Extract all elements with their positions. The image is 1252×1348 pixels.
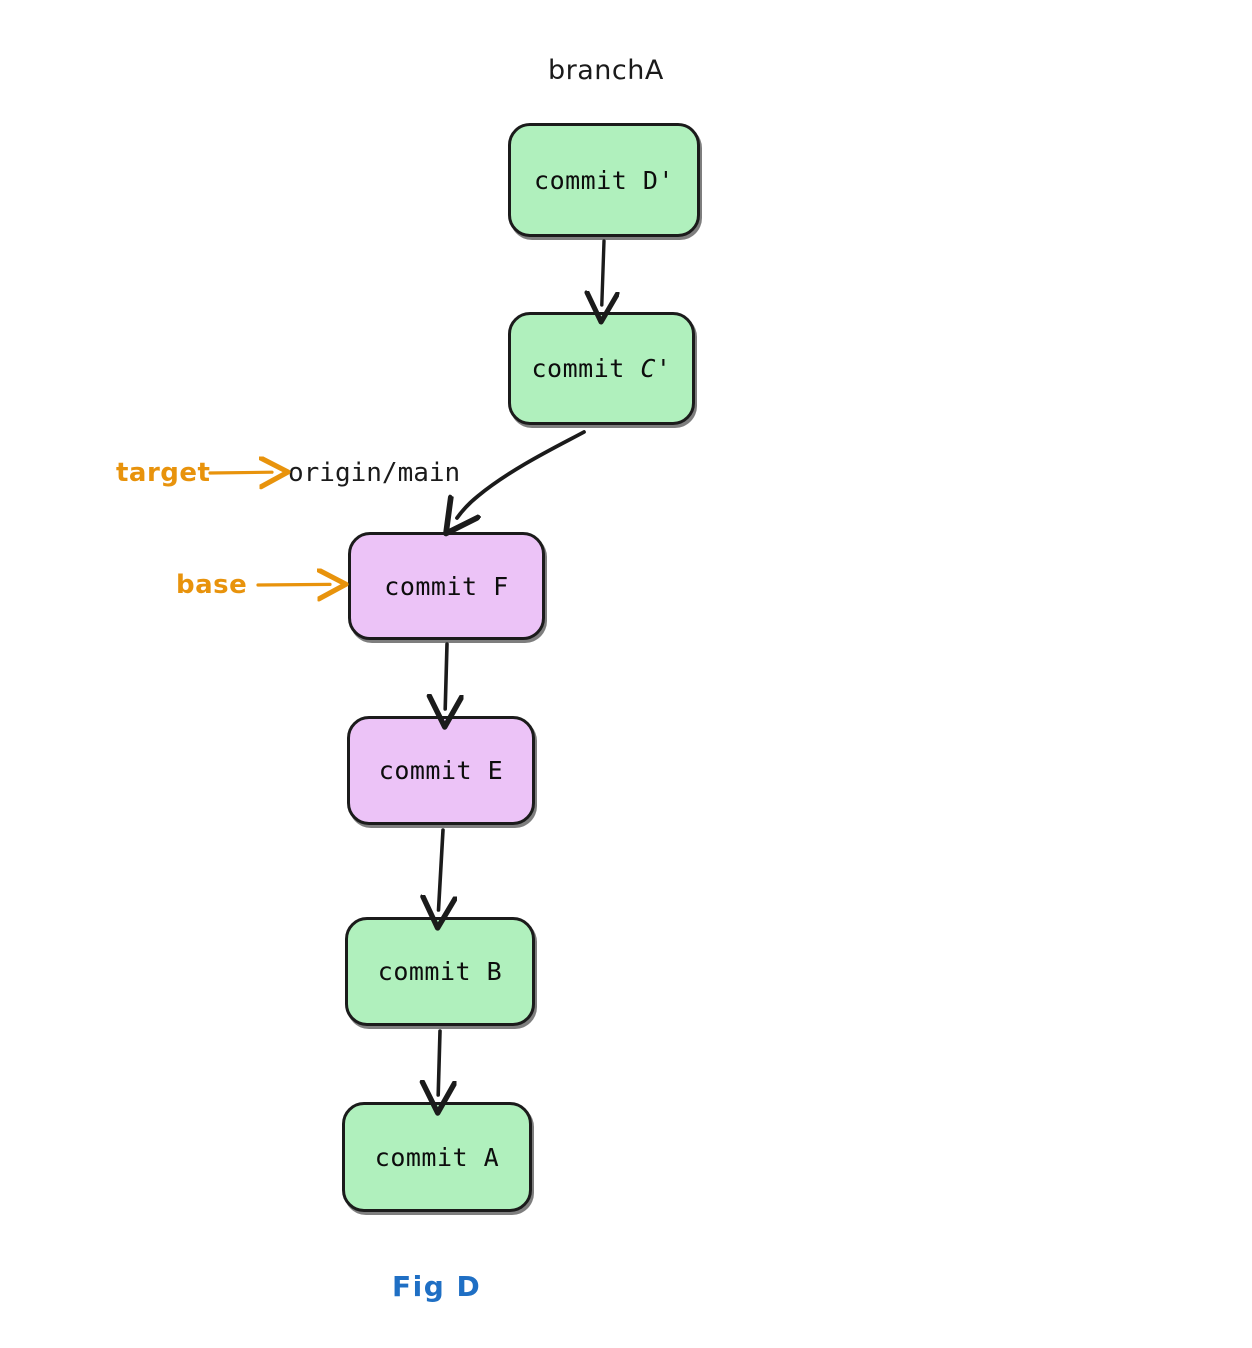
commit-node-label: commit C' xyxy=(531,354,672,383)
commit-node-a[interactable]: commit A xyxy=(342,1102,532,1212)
commit-node-label: commit A xyxy=(374,1142,500,1172)
edge-f-to-e xyxy=(445,642,447,709)
edge-d-prime-to-c-prime xyxy=(602,239,604,305)
commit-node-c-prime[interactable]: commit C' xyxy=(508,312,695,425)
branch-label-origin-main: origin/main xyxy=(288,458,461,488)
figure-caption: Fig D xyxy=(392,1270,482,1303)
annotation-base-label: base xyxy=(176,570,248,600)
commit-node-label: commit E xyxy=(378,756,504,785)
commit-node-label: commit F xyxy=(384,571,509,601)
commit-node-b[interactable]: commit B xyxy=(345,917,535,1026)
commit-node-label: commit B xyxy=(377,957,503,986)
annotation-arrow-target xyxy=(208,472,272,473)
annotation-arrow-base xyxy=(256,584,330,585)
commit-node-label: commit D' xyxy=(534,165,674,195)
branch-label-branchA: branchA xyxy=(548,55,664,86)
annotation-target-label: target xyxy=(116,458,211,488)
edge-e-to-b xyxy=(439,828,444,910)
edge-c-prime-to-f xyxy=(457,430,586,518)
commit-node-d-prime[interactable]: commit D' xyxy=(508,123,700,237)
commit-node-e[interactable]: commit E xyxy=(347,716,535,825)
commit-node-f[interactable]: commit F xyxy=(348,532,545,640)
edge-b-to-a xyxy=(438,1029,440,1095)
